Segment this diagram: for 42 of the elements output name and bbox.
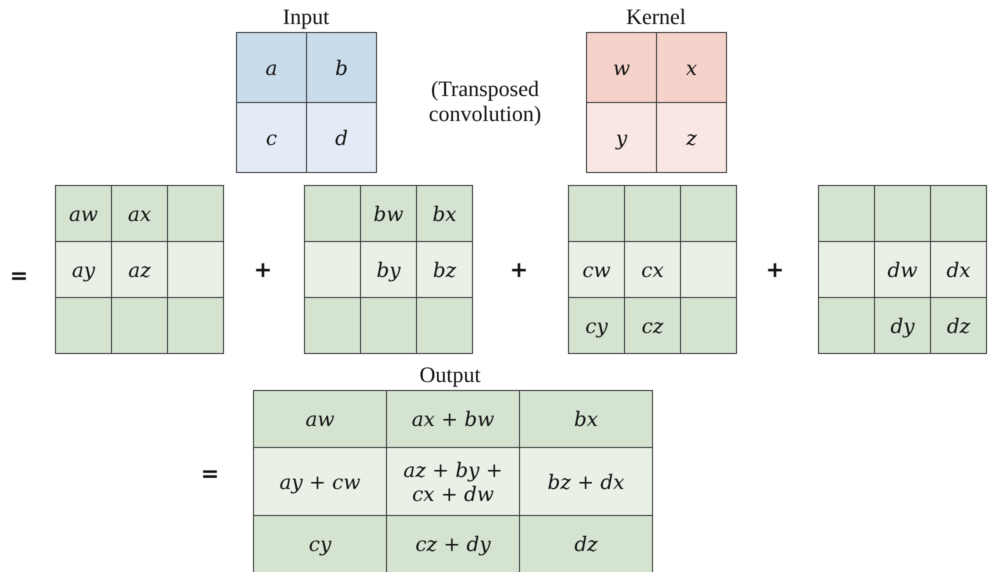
matrix-title: Kernel — [625, 4, 687, 30]
matrix-title: Input — [282, 4, 330, 30]
matrix-cell: ax + bw — [386, 390, 520, 448]
matrix-cell: b — [306, 32, 377, 103]
matrix-cell: cz + dy — [386, 515, 520, 572]
matrix-cell: ay + cw — [253, 447, 387, 516]
matrix-cell: cy — [568, 297, 625, 354]
matrix-cell: w — [586, 32, 657, 103]
matrix-cell: y — [586, 102, 657, 173]
matrix-cell: cy — [253, 515, 387, 572]
matrix-cell: bw — [360, 185, 417, 242]
plus-sign: + — [764, 258, 786, 283]
matrix-cell: aw — [253, 390, 387, 448]
matrix-cell: az — [111, 241, 168, 298]
plus-sign: + — [252, 258, 274, 283]
matrix-cell: d — [306, 102, 377, 173]
matrix-cell: a — [236, 32, 307, 103]
matrix-cell: bz + dx — [519, 447, 653, 516]
matrix-cell: cw — [568, 241, 625, 298]
equals-sign: = — [8, 264, 30, 289]
matrix-cell: cz — [624, 297, 681, 354]
matrix-cell: dx — [930, 241, 987, 298]
matrix-cell: bz — [416, 241, 473, 298]
matrix-cell: bx — [519, 390, 653, 448]
matrix-cell: x — [656, 32, 727, 103]
matrix-cell: bx — [416, 185, 473, 242]
matrix-cell: az + by + cx + dw — [386, 447, 520, 516]
matrix-cell: ay — [55, 241, 112, 298]
plus-sign: + — [508, 258, 530, 283]
matrix-cell: cx — [624, 241, 681, 298]
matrix-cell: c — [236, 102, 307, 173]
operation-label: (Transposed convolution) — [428, 76, 542, 127]
matrix-cell: by — [360, 241, 417, 298]
matrix-cell: dw — [874, 241, 931, 298]
matrix-cell: ax — [111, 185, 168, 242]
equals-sign: = — [200, 462, 220, 487]
matrix-cell: dz — [519, 515, 653, 572]
matrix-cell: z — [656, 102, 727, 173]
matrix-title: Output — [418, 362, 482, 388]
matrix-cell: dy — [874, 297, 931, 354]
matrix-cell: dz — [930, 297, 987, 354]
matrix-cell: aw — [55, 185, 112, 242]
